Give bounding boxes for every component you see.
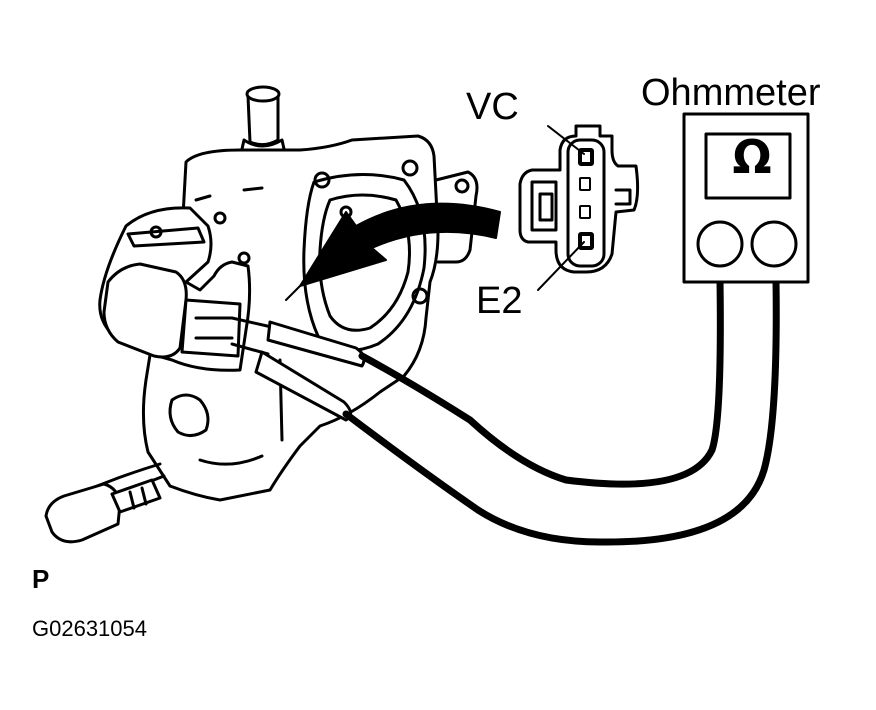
ohmmeter-icon <box>682 112 810 284</box>
e2-leader-line <box>537 241 585 291</box>
throttle-sensor-icon <box>98 206 252 372</box>
ohm-symbol: Ω <box>732 130 772 184</box>
vc-terminal-label: VC <box>466 86 519 128</box>
curved-arrow-icon <box>285 202 501 301</box>
ohmmeter-label: Ohmmeter <box>641 72 821 114</box>
probe-lead-icon <box>230 276 780 546</box>
sensor-connector-icon <box>518 124 640 274</box>
vc-leader-line <box>547 125 585 155</box>
figure-id-label: G02631054 <box>32 616 147 641</box>
sensor-plug-icon <box>44 462 166 544</box>
view-letter-label: P <box>32 564 50 594</box>
e2-terminal-label: E2 <box>476 280 523 322</box>
